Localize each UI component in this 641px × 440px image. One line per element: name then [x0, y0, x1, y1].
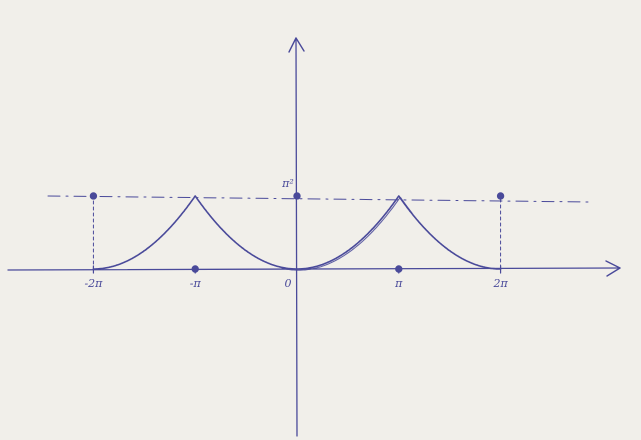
point-4: [496, 192, 505, 200]
curve-main: [92, 195, 502, 270]
y-mark-label-0: π²: [281, 177, 294, 190]
x-tick-label-1: -π: [190, 277, 202, 290]
x-tick-label-3: π: [394, 277, 403, 290]
tick-layer: [92, 265, 502, 274]
point-2: [293, 192, 301, 200]
level-dashed-line: [47, 195, 589, 203]
curve-layer: [89, 192, 505, 273]
x-axis-arrow-icon: [605, 260, 621, 277]
point-0: [89, 192, 98, 200]
x-tick-label-4: 2π: [492, 277, 508, 290]
y-axis-arrow-icon: [288, 37, 305, 53]
x-tick-label-2: 0: [285, 277, 292, 290]
y-axis-line: [295, 37, 298, 437]
axes: [7, 37, 621, 437]
x-tick-label-0: -2π: [84, 277, 103, 290]
label-layer: -2π -π 0 π 2π π²: [84, 177, 508, 290]
curve-overstroke: [281, 197, 413, 271]
